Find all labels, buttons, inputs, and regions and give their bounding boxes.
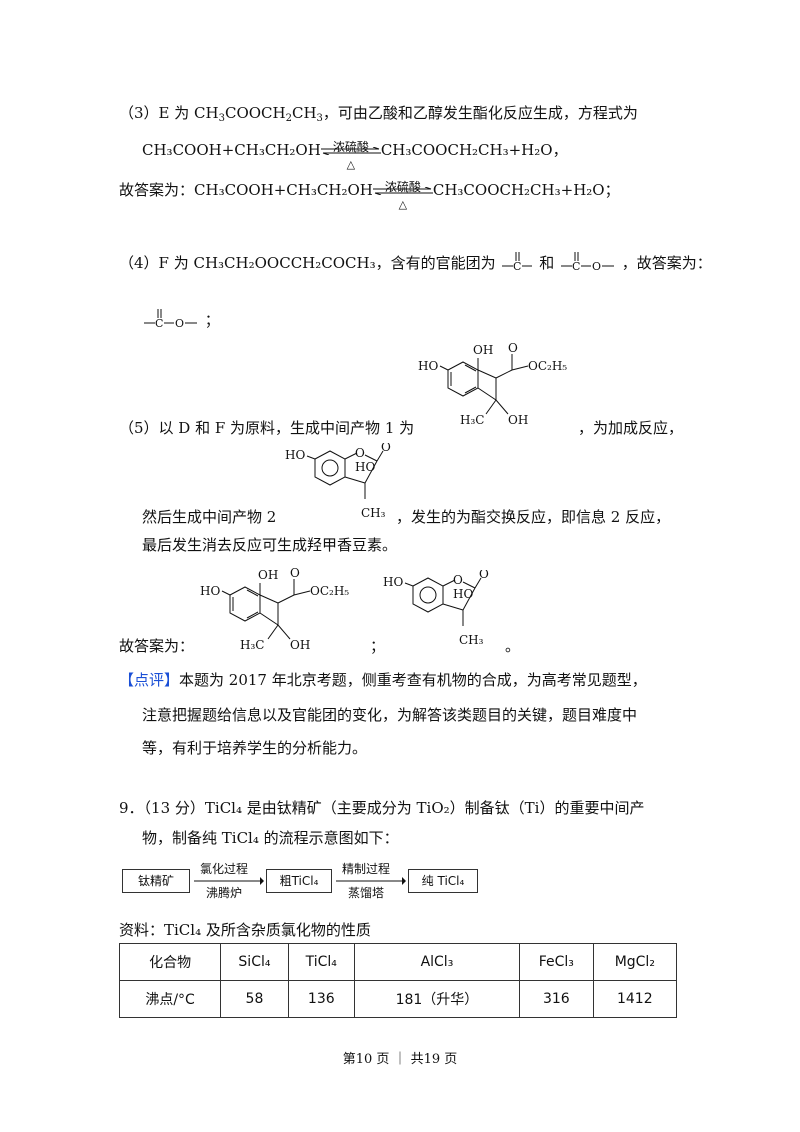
table-header-cell: 化合物 — [118, 943, 222, 981]
svg-text:HO: HO — [383, 575, 403, 589]
svg-text:OC₂H₅: OC₂H₅ — [528, 359, 567, 373]
q5-line3: 最后发生消去反应可生成羟甲香豆素。 — [142, 536, 398, 554]
process-flow-diagram: 钛精矿 氯化过程 沸腾炉 粗TiCl₄ 精制过程 蒸馏塔 纯 TiCl₄ — [122, 862, 482, 902]
table-row: 沸点/°C 58 136 181（升华） 316 1412 — [118, 980, 678, 1018]
flow-arrow-icon — [194, 877, 264, 885]
flow-step2-bottom: 蒸馏塔 — [348, 886, 385, 900]
svg-text:C: C — [155, 317, 163, 330]
flow-step1-top: 氯化过程 — [200, 862, 249, 876]
q4-answer: C O ； — [142, 305, 220, 331]
svg-text:HO: HO — [200, 584, 220, 598]
svg-text:HO: HO — [355, 460, 375, 474]
svg-text:OH: OH — [290, 638, 310, 652]
flow-step2-top: 精制过程 — [342, 862, 391, 876]
svg-text:HO: HO — [418, 359, 438, 373]
intermediate-1-structure: HO OH O OC₂H₅ H₃C OH — [418, 341, 567, 427]
comment-line3: 等，有利于培养学生的分析能力。 — [142, 739, 368, 757]
svg-text:O: O — [381, 443, 391, 454]
svg-text:OH: OH — [258, 568, 278, 582]
answer-intermediate-2-structure: HO O O HO CH₃ — [383, 570, 489, 647]
ester-group-icon: C O — [560, 252, 614, 273]
q5-line1-end: ，为加成反应， — [578, 419, 684, 437]
svg-text:H₃C: H₃C — [460, 413, 484, 427]
data-title: 资料：TiCl₄ 及所含杂质氯化物的性质 — [119, 921, 371, 939]
table-cell: 181（升华） — [353, 980, 521, 1018]
q5-answer-sep: ； — [370, 637, 386, 655]
svg-text:O: O — [355, 446, 365, 460]
svg-text:C: C — [513, 260, 521, 273]
answer-intermediate-1-structure: HO OH O OC₂H₅ H₃C OH — [200, 566, 349, 652]
reversible-arrow-icon: 浓硫酸△ — [372, 180, 433, 211]
ketone-group-icon: C — [502, 252, 533, 273]
table-cell: 1412 — [592, 980, 678, 1018]
table-cell: 沸点/°C — [118, 980, 222, 1018]
table-header-cell: FeCl₃ — [519, 943, 594, 981]
comment-line2: 注意把握题给信息以及官能团的变化，为解答该类题目的关键，题目难度中 — [142, 706, 638, 724]
svg-text:O: O — [175, 317, 184, 330]
table-header-cell: TiCl₄ — [287, 943, 355, 981]
flow-step1-bottom: 沸腾炉 — [206, 886, 243, 900]
svg-text:CH₃: CH₃ — [459, 633, 484, 647]
comment-tag: 【点评】 — [119, 671, 180, 689]
flow-arrow-icon — [336, 877, 406, 885]
flow-box-pure: 纯 TiCl₄ — [408, 869, 478, 893]
table-cell: 316 — [519, 980, 594, 1018]
table-header-row: 化合物 SiCl₄ TiCl₄ AlCl₃ FeCl₃ MgCl₂ — [118, 943, 678, 981]
table-header-cell: SiCl₄ — [220, 943, 289, 981]
svg-text:H₃C: H₃C — [240, 638, 264, 652]
q5-answer-prefix: 故答案为： — [119, 637, 195, 655]
ester-group-icon: C O — [144, 309, 197, 330]
table-cell: 136 — [287, 980, 355, 1018]
svg-text:HO: HO — [453, 587, 473, 601]
svg-text:O: O — [479, 570, 489, 581]
table-cell: 58 — [220, 980, 289, 1018]
page-footer: 第10 页 ｜ 共19 页 — [342, 1052, 458, 1067]
q9-line1: 9．（13 分）TiCl₄ 是由钛精矿（主要成分为 TiO₂）制备钛（Ti）的重… — [119, 799, 645, 817]
svg-text:C: C — [572, 260, 580, 273]
q5-line2: 然后生成中间产物 2 — [142, 508, 277, 526]
table-header-cell: AlCl₃ — [353, 943, 521, 981]
q3-line1: （3）E 为 CH3COOCH2CH3，可由乙酸和乙醇发生酯化反应生成，方程式为 — [119, 104, 638, 124]
svg-text:OH: OH — [473, 343, 493, 357]
flow-box-crude: 粗TiCl₄ — [266, 869, 332, 893]
q5-answer-end: 。 — [505, 637, 521, 655]
q5-line2-end: ，发生的为酯交换反应，即信息 2 反应， — [396, 508, 671, 526]
flow-box-ore: 钛精矿 — [122, 869, 190, 893]
properties-table: 化合物 SiCl₄ TiCl₄ AlCl₃ FeCl₃ MgCl₂ 沸点/°C … — [118, 943, 678, 1018]
svg-text:OC₂H₅: OC₂H₅ — [310, 584, 349, 598]
svg-text:OH: OH — [508, 413, 528, 427]
svg-text:O: O — [508, 341, 518, 355]
svg-text:O: O — [592, 260, 601, 273]
intermediate-2-structure: HO O O HO CH₃ — [285, 443, 391, 520]
q5-line1: （5）以 D 和 F 为原料，生成中间产物 1 为 — [119, 419, 415, 437]
comment-line1: 【点评】本题为 2017 年北京考题，侧重考查有机物的合成，为高考常见题型， — [119, 671, 647, 689]
table-header-cell: MgCl₂ — [592, 943, 678, 981]
svg-text:HO: HO — [285, 448, 305, 462]
reversible-arrow-icon: 浓硫酸△ — [320, 140, 381, 171]
q9-line2: 物，制备纯 TiCl₄ 的流程示意图如下： — [142, 829, 399, 847]
svg-text:CH₃: CH₃ — [361, 506, 386, 520]
svg-text:O: O — [453, 573, 463, 587]
svg-text:O: O — [290, 566, 300, 580]
q4-line: （4）F 为 CH₃CH₂OOCCH₂COCH₃，含有的官能团为 C 和 C O… — [119, 248, 712, 274]
